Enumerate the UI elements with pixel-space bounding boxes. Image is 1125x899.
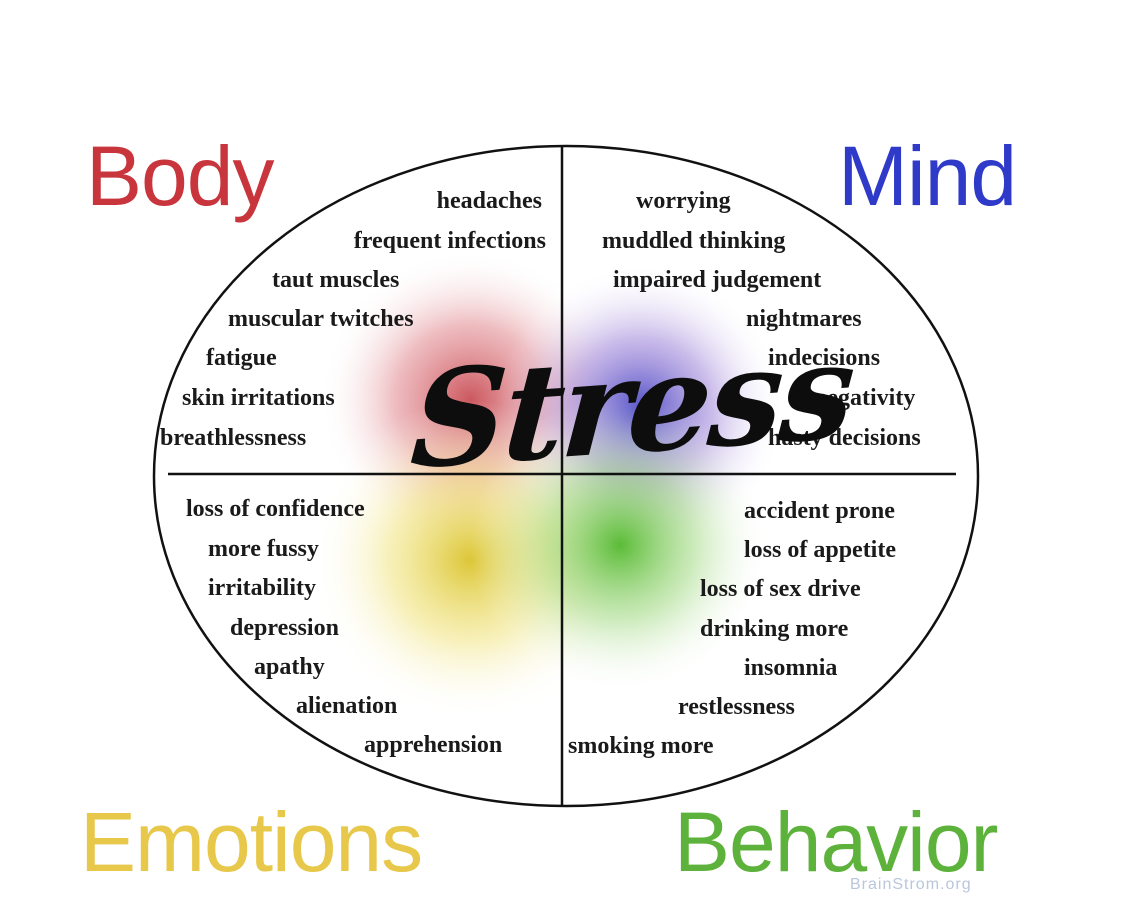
mind-item: negativity — [814, 385, 916, 411]
body-item: taut muscles — [272, 267, 400, 293]
behavior-item: loss of appetite — [744, 537, 896, 563]
emotions-item: apprehension — [364, 732, 503, 758]
behavior-item: drinking more — [700, 616, 849, 642]
emotions-title: Emotions — [80, 795, 423, 889]
emotions-item: loss of confidence — [186, 496, 365, 522]
behavior-item: accident prone — [744, 498, 895, 524]
behavior-item: loss of sex drive — [700, 576, 861, 602]
behavior-glow — [470, 395, 770, 695]
emotions-item: alienation — [296, 693, 398, 719]
mind-title: Mind — [838, 129, 1017, 223]
mind-item: worrying — [636, 188, 731, 214]
emotions-item: apathy — [254, 654, 325, 680]
mind-item: hasty decisions — [768, 425, 921, 451]
behavior-item: restlessness — [678, 694, 795, 720]
body-item: muscular twitches — [228, 306, 414, 332]
behavior-title: Behavior — [674, 795, 999, 889]
behavior-item: insomnia — [744, 655, 838, 681]
outline-ellipse — [152, 144, 980, 808]
mind-item: nightmares — [746, 306, 862, 332]
emotions-item: more fussy — [208, 536, 319, 562]
emotions-item: irritability — [208, 575, 316, 601]
emotions-item: depression — [230, 615, 339, 641]
body-item: fatigue — [206, 345, 277, 371]
mind-item: impaired judgement — [613, 267, 822, 293]
watermark: BrainStrom.org — [850, 876, 972, 893]
body-item: headaches — [436, 188, 542, 214]
mind-item: muddled thinking — [602, 228, 786, 254]
body-item: skin irritations — [182, 385, 335, 411]
mind-item: indecisions — [768, 345, 881, 371]
body-item: breathlessness — [160, 425, 307, 451]
behavior-item: smoking more — [568, 733, 714, 759]
body-item: frequent infections — [353, 228, 546, 254]
body-title: Body — [86, 129, 274, 223]
